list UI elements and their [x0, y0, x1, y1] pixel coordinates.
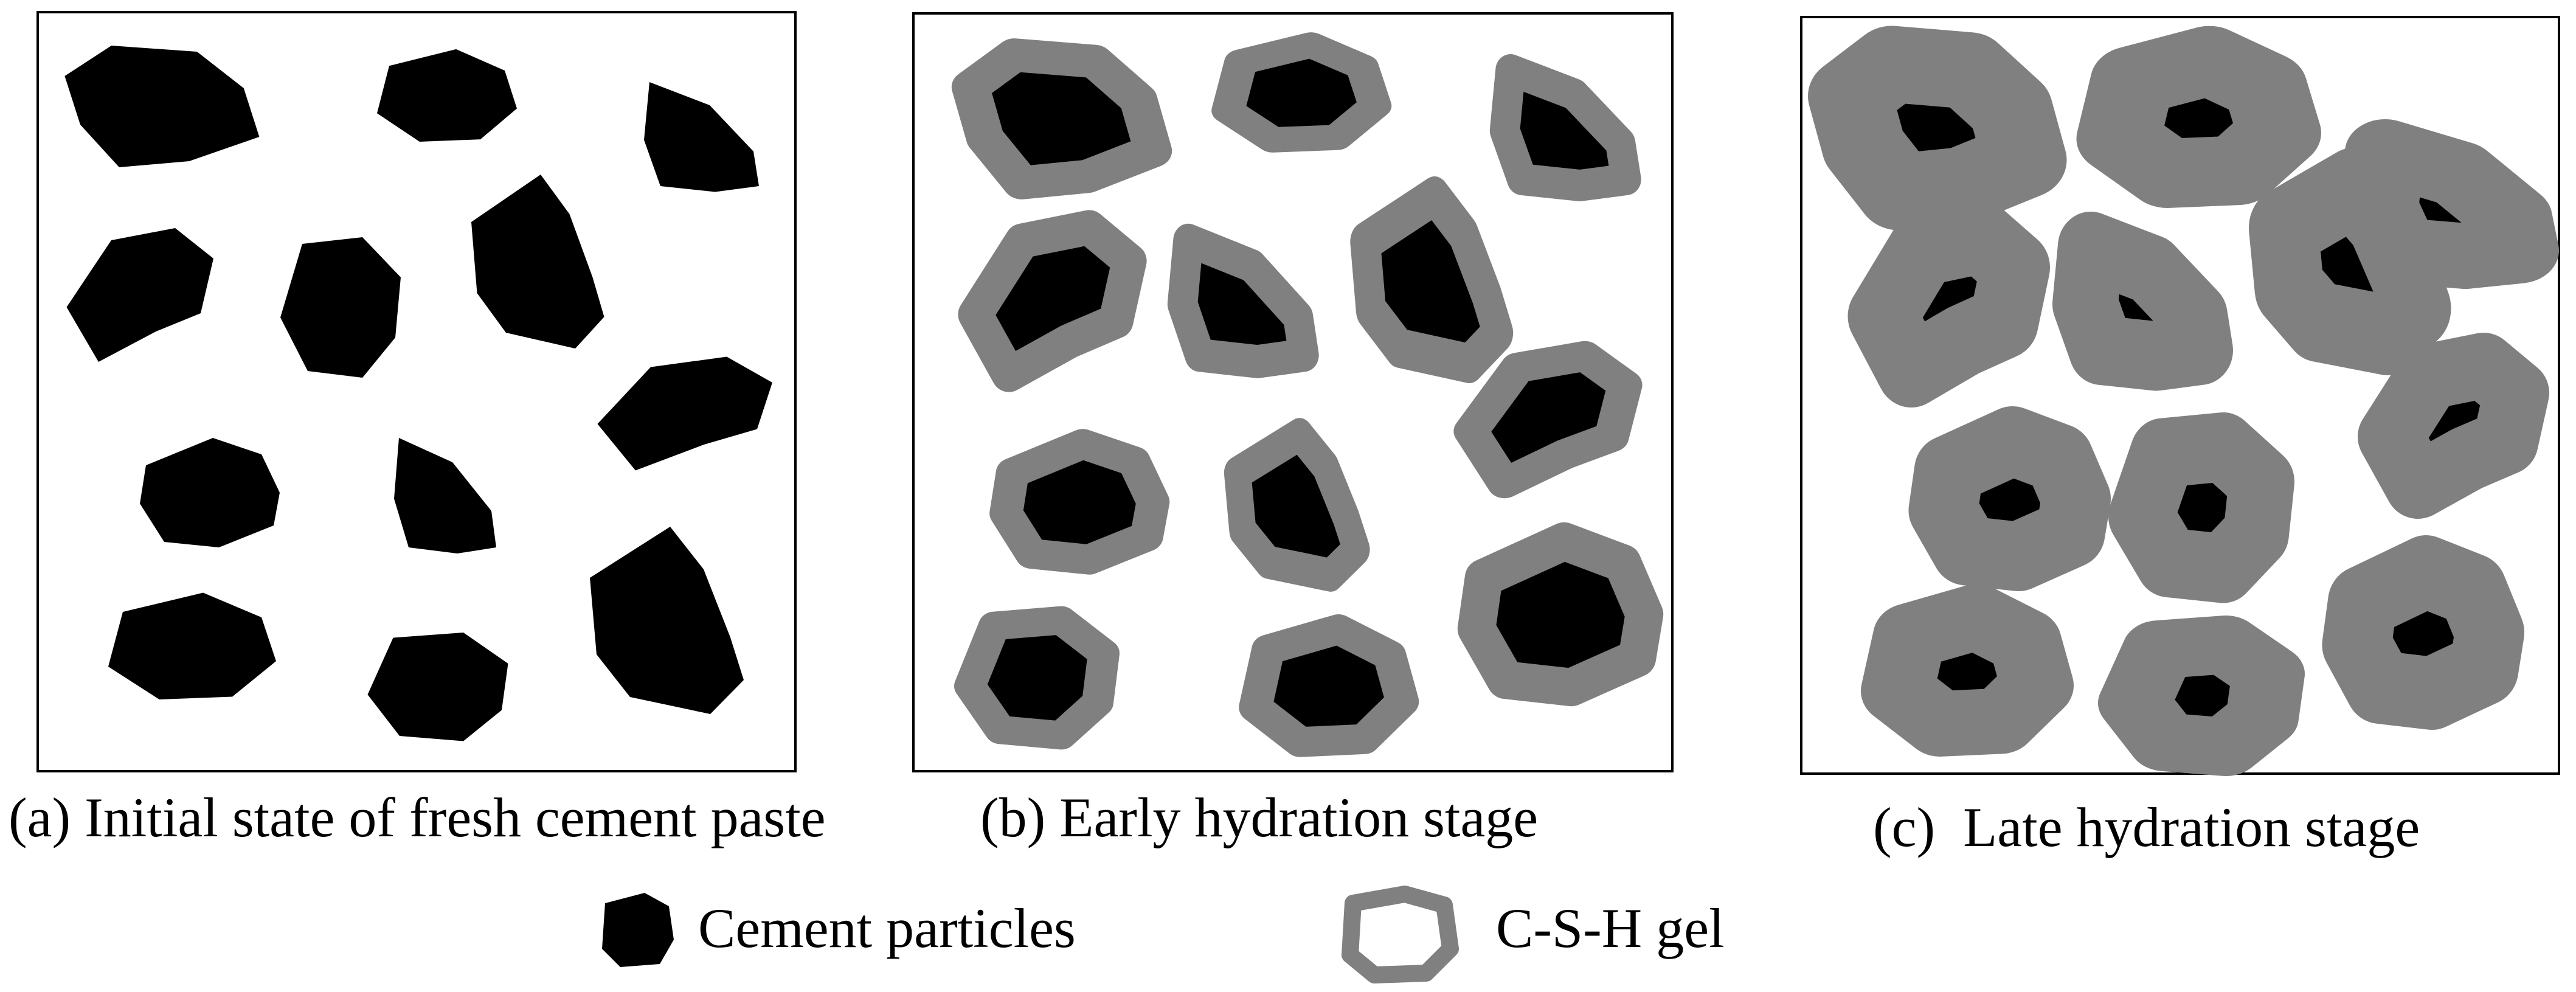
- cement-particle: [64, 46, 260, 167]
- panel-b-early-hydration: [912, 12, 1674, 772]
- hydrated-particle: [2283, 188, 2417, 335]
- hydrated-particle: [1505, 70, 1627, 186]
- hydrated-particle: [2085, 246, 2200, 356]
- cement-particle: [280, 237, 401, 378]
- hydrated-particle: [975, 227, 1129, 375]
- panel-c-late-hydration: [1800, 16, 2560, 775]
- legend-gel-label: C-S-H gel: [1496, 897, 1725, 959]
- hydrated-particle: [1006, 444, 1154, 560]
- panel-b-frame: [912, 12, 1674, 772]
- hydrated-particle: [1477, 541, 1644, 687]
- hydrated-particle: [1897, 617, 2037, 724]
- hydrated-particle: [2135, 645, 2268, 747]
- cement-particle: [644, 82, 759, 192]
- cement-particle: [597, 356, 772, 471]
- cement-particle: [394, 438, 496, 553]
- cement-particle: [471, 175, 604, 349]
- panel-c-caption: (c) Late hydration stage: [1873, 796, 2420, 858]
- cement-particle: [108, 592, 276, 699]
- hydrated-particle: [1238, 435, 1357, 575]
- hydrated-particle: [1228, 45, 1376, 140]
- panel-b-caption: (b) Early hydration stage: [980, 786, 1539, 848]
- legend-cement-label: Cement particles: [698, 897, 1076, 959]
- cement-particle: [66, 228, 214, 362]
- hydrated-particle: [1365, 196, 1498, 364]
- cement-particle: [377, 49, 517, 142]
- hydrated-particle: [971, 55, 1153, 183]
- hydrated-particle: [1183, 240, 1304, 362]
- cement-particle: [140, 438, 280, 547]
- cement-particle: [367, 633, 508, 741]
- hydrated-particle: [2357, 572, 2490, 693]
- black-irregular-particle-icon: [602, 893, 674, 967]
- hydrated-particle: [1256, 630, 1403, 742]
- hydrated-particle: [1883, 237, 2016, 371]
- cement-particle: [590, 527, 744, 714]
- grey-ring-particle-icon: [1342, 886, 1459, 983]
- panel-c-frame: [1800, 16, 2560, 775]
- hydrated-particle: [1944, 441, 2077, 557]
- hydrated-particle: [2391, 366, 2516, 486]
- panel-a-initial-state: [36, 11, 797, 772]
- hydrated-particle: [970, 620, 1104, 735]
- panel-a-caption: (a) Initial state of fresh cement paste: [9, 786, 826, 848]
- panel-a-frame: [36, 11, 797, 772]
- hydrated-particle: [2141, 447, 2262, 569]
- hydrated-particle: [2119, 61, 2280, 173]
- hydrated-particle: [1471, 356, 1625, 484]
- hydrated-particle: [1850, 64, 2025, 192]
